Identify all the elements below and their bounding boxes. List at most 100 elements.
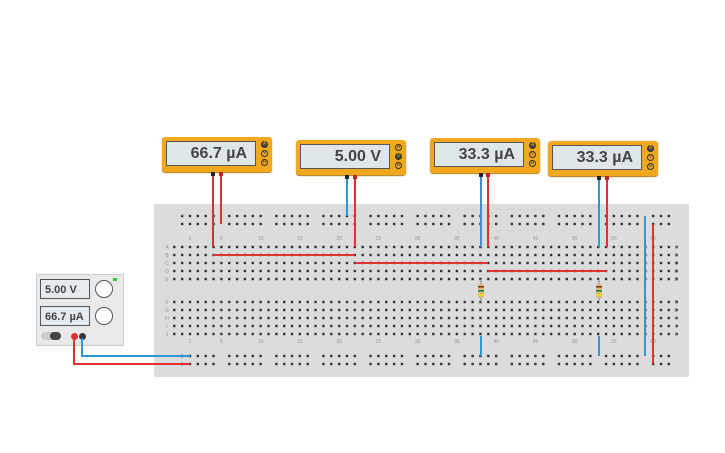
rail-hole <box>416 214 419 218</box>
hole <box>400 316 404 320</box>
mode-button-1[interactable]: V <box>261 150 268 157</box>
hole <box>251 277 254 281</box>
rail-hole <box>228 354 231 358</box>
rail-hole <box>604 362 608 366</box>
hole <box>455 300 459 304</box>
mode-button-1[interactable]: V <box>529 151 536 158</box>
wire <box>81 338 190 357</box>
rail-hole <box>337 354 341 358</box>
negative-terminal[interactable] <box>79 333 86 340</box>
hole <box>228 277 231 281</box>
hole <box>345 300 349 304</box>
hole <box>667 277 671 281</box>
hole <box>518 332 521 336</box>
hole <box>636 308 639 312</box>
hole <box>173 245 176 249</box>
rail-hole <box>306 362 309 366</box>
hole <box>597 308 600 312</box>
rail-hole <box>565 362 568 366</box>
hole <box>314 269 317 273</box>
hole <box>251 261 254 265</box>
hole <box>330 269 333 273</box>
hole <box>353 308 357 312</box>
hole <box>361 300 364 304</box>
hole <box>636 332 639 336</box>
hole <box>589 300 592 304</box>
wire <box>73 338 190 365</box>
mode-button-0[interactable]: A <box>529 142 536 149</box>
mode-button-2[interactable]: R <box>395 162 402 169</box>
rail-hole <box>628 222 631 226</box>
hole <box>447 253 451 257</box>
power-switch[interactable] <box>41 332 61 340</box>
mode-button-0[interactable]: A <box>261 141 268 148</box>
mode-button-2[interactable]: R <box>529 160 536 167</box>
rail-hole <box>659 354 663 358</box>
hole <box>542 277 545 281</box>
hole <box>542 253 545 257</box>
hole <box>400 308 404 312</box>
hole <box>385 332 388 336</box>
mode-button-2[interactable]: R <box>261 159 268 166</box>
hole <box>392 245 396 249</box>
hole <box>597 316 600 320</box>
mode-button-0[interactable]: A <box>647 145 654 152</box>
mode-button-2[interactable]: R <box>647 163 654 170</box>
hole <box>345 277 349 281</box>
hole <box>298 324 302 328</box>
rail-hole <box>392 214 396 218</box>
breadboard-label: 10 <box>258 339 264 345</box>
hole <box>565 300 568 304</box>
voltage-knob[interactable] <box>95 280 113 298</box>
hole <box>440 332 443 336</box>
hole <box>204 245 207 249</box>
hole <box>298 277 302 281</box>
mode-button-0[interactable]: A <box>395 144 402 151</box>
hole <box>180 277 184 281</box>
hole <box>290 324 294 328</box>
breadboard-label: 1 <box>189 339 192 345</box>
hole <box>510 316 514 320</box>
hole <box>510 332 514 336</box>
hole <box>314 245 317 249</box>
hole <box>479 300 482 304</box>
hole <box>424 253 427 257</box>
rail-hole <box>440 214 443 218</box>
rail-hole <box>353 362 357 366</box>
hole <box>424 269 427 273</box>
multimeter-display: 5.00 V <box>300 144 390 169</box>
rail-hole <box>400 362 404 366</box>
rail-hole <box>494 354 498 358</box>
rail-hole <box>369 214 372 218</box>
hole <box>675 277 678 281</box>
rail-hole <box>636 222 639 226</box>
hole <box>479 316 482 320</box>
mode-button-1[interactable]: V <box>395 153 402 160</box>
hole <box>196 277 200 281</box>
current-knob[interactable] <box>95 307 113 325</box>
rail-hole <box>322 214 325 218</box>
rail-hole <box>510 222 514 226</box>
hole <box>188 316 192 320</box>
hole <box>196 261 200 265</box>
hole <box>259 269 262 273</box>
hole <box>377 253 380 257</box>
hole <box>549 300 553 304</box>
hole <box>298 316 302 320</box>
hole <box>220 300 223 304</box>
rail-hole <box>330 354 333 358</box>
hole <box>604 324 608 328</box>
rail-hole <box>228 222 231 226</box>
hole <box>392 316 396 320</box>
hole <box>228 332 231 336</box>
power-supply[interactable]: 5.00 V 66.7 µA <box>36 274 124 346</box>
mode-button-1[interactable]: V <box>647 154 654 161</box>
hole <box>204 253 207 257</box>
hole <box>188 253 192 257</box>
probe-connector <box>353 175 357 179</box>
positive-terminal[interactable] <box>71 333 78 340</box>
